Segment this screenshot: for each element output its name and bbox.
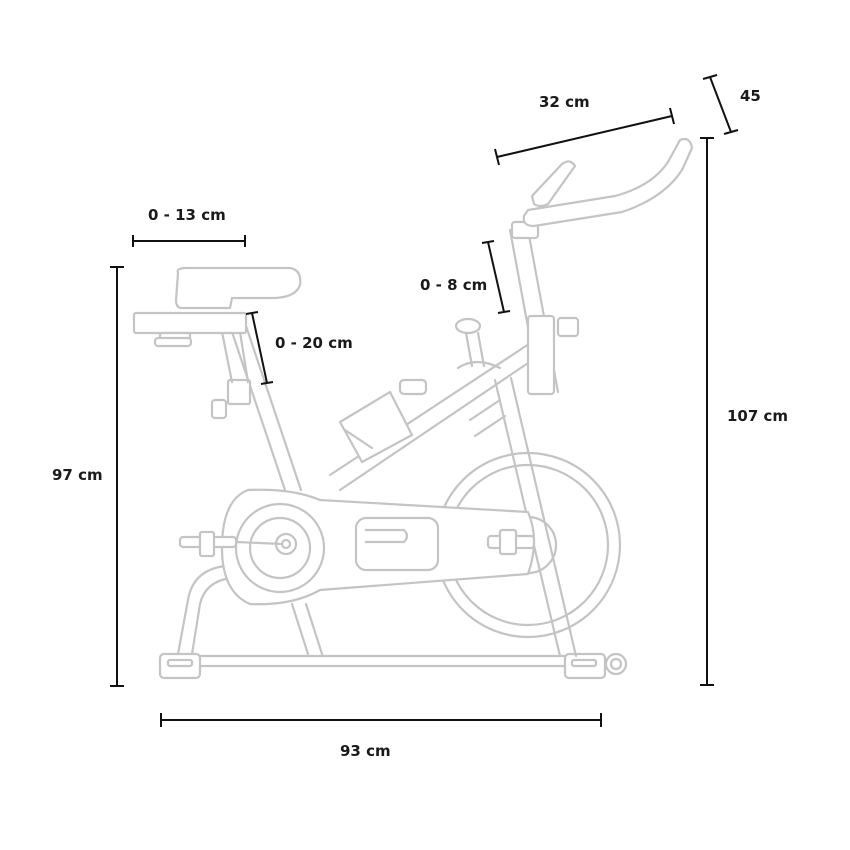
resistance-knob (454, 317, 502, 370)
seat-height-adjust-label: 0 - 20 cm (275, 334, 353, 352)
pedals (178, 528, 536, 558)
handlebar-assembly (508, 137, 694, 396)
total-length-dimension (160, 713, 602, 727)
seat-horizontal-label: 0 - 13 cm (148, 206, 226, 224)
handlebar-adjust-label: 0 - 8 cm (420, 276, 488, 294)
total-height-dimension (700, 137, 714, 686)
chain-guard (220, 488, 536, 606)
main-frame (226, 318, 578, 658)
seat-horizontal-dimension (132, 235, 246, 247)
total-length-label: 93 cm (340, 742, 391, 760)
seat-assembly (132, 266, 302, 420)
handlebar-depth-dimension (702, 74, 739, 135)
handlebar-width-label: 32 cm (539, 93, 590, 111)
seat-height-dimension (110, 266, 124, 687)
rear-legs (176, 564, 324, 656)
seat-height-adjust-dimension (245, 311, 274, 385)
base-frame (158, 652, 628, 680)
bike-illustration (132, 137, 694, 680)
total-height-label: 107 cm (727, 407, 789, 425)
handlebar-adjust-dimension (481, 240, 511, 314)
handlebar-depth-label: 45 (740, 87, 761, 105)
dimension-lines (110, 74, 739, 727)
bottle-holder (338, 378, 428, 464)
handlebar-width-dimension (494, 107, 675, 166)
seat-height-label: 97 cm (52, 466, 103, 484)
